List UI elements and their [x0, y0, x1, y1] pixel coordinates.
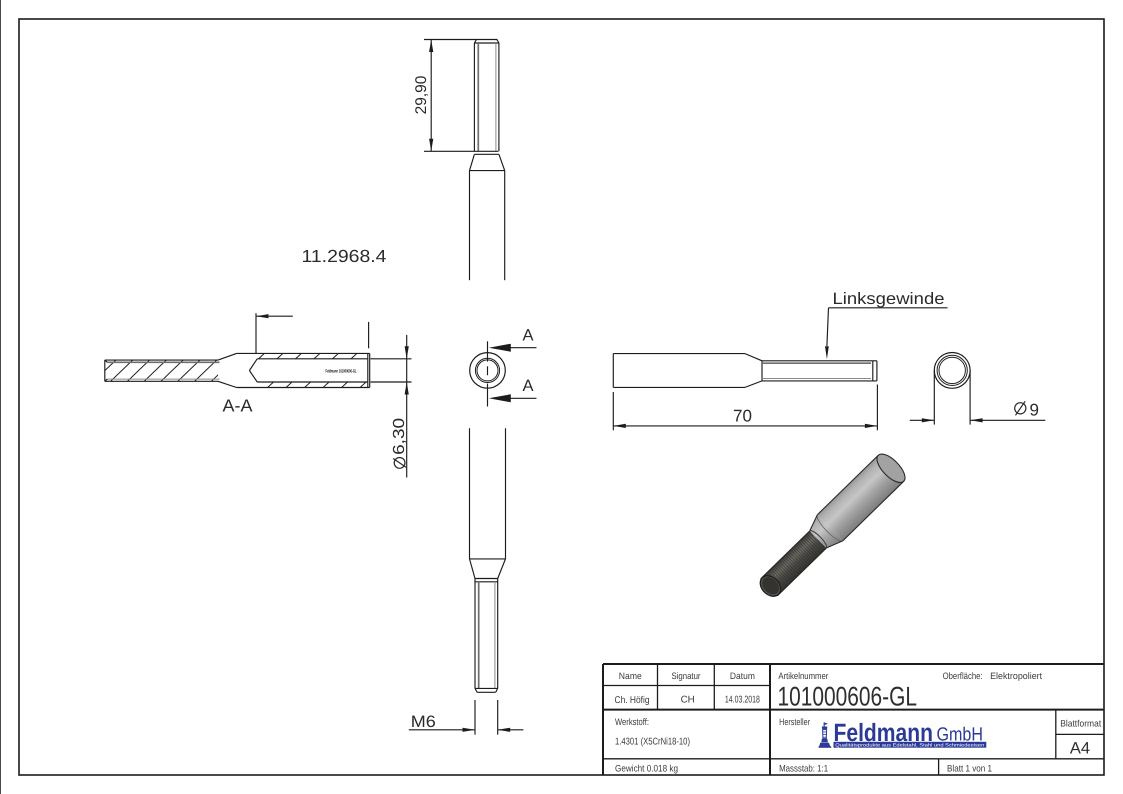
svg-text:9: 9 — [1030, 401, 1039, 420]
svg-text:6,30: 6,30 — [391, 418, 408, 455]
svg-text:Elektropoliert: Elektropoliert — [990, 671, 1042, 681]
svg-text:Blattformat: Blattformat — [1060, 718, 1101, 728]
svg-text:M6: M6 — [411, 713, 436, 731]
svg-text:Hersteller: Hersteller — [779, 717, 810, 727]
svg-text:Werkstoff:: Werkstoff: — [615, 717, 649, 728]
svg-text:A: A — [523, 326, 534, 344]
svg-text:70: 70 — [733, 406, 752, 425]
svg-text:29,90: 29,90 — [413, 75, 430, 114]
svg-text:Artikelnummer: Artikelnummer — [778, 671, 828, 681]
svg-text:101000606-GL: 101000606-GL — [778, 682, 918, 712]
svg-text:Feldmann 101000606-GL: Feldmann 101000606-GL — [326, 368, 357, 373]
svg-text:CH: CH — [681, 695, 695, 706]
svg-text:Linksgewinde: Linksgewinde — [833, 290, 945, 308]
svg-text:Name: Name — [619, 671, 642, 681]
svg-text:1.4301 (X5CrNi18-10): 1.4301 (X5CrNi18-10) — [615, 736, 690, 747]
svg-text:14.03.2018: 14.03.2018 — [725, 695, 760, 706]
svg-text:Oberfläche:: Oberfläche: — [943, 671, 983, 681]
svg-text:Massstab: 1:1: Massstab: 1:1 — [779, 763, 828, 774]
svg-text:Blatt 1 von 1: Blatt 1 von 1 — [947, 763, 992, 774]
svg-text:Datum: Datum — [730, 671, 755, 681]
svg-text:11.2968.4: 11.2968.4 — [302, 246, 387, 266]
svg-text:Gewicht 0.018 kg: Gewicht 0.018 kg — [615, 764, 678, 775]
svg-text:GmbH: GmbH — [937, 725, 984, 746]
svg-text:A: A — [523, 377, 534, 395]
svg-text:Ch. Höfig: Ch. Höfig — [615, 695, 650, 706]
svg-text:A4: A4 — [1070, 740, 1090, 758]
svg-text:A-A: A-A — [223, 395, 253, 415]
svg-text:Qualitätsprodukte aus Edelstah: Qualitätsprodukte aus Edelstahl, Stahl u… — [835, 743, 985, 748]
svg-text:Signatur: Signatur — [672, 671, 701, 681]
